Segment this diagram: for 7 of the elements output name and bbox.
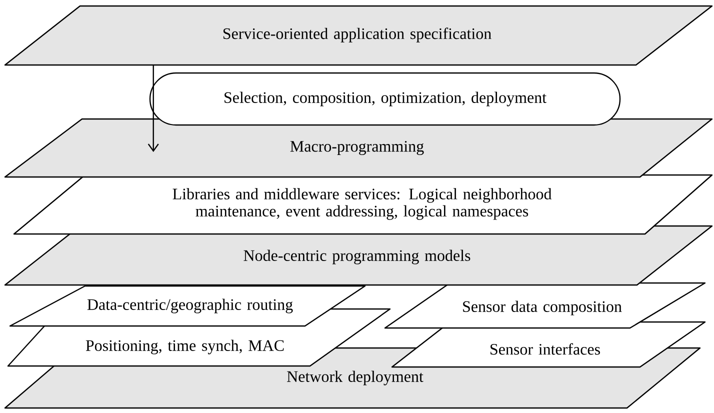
layer-plane: Libraries and middleware services: Logical neighborhood maintenance, event addressing, logical namespaces xyxy=(13,174,713,235)
process-pill: Selection, composition, optimization, deployment xyxy=(149,72,621,126)
layer-plane: Service-oriented application specification xyxy=(4,5,713,66)
layer-plane: Macro-programming xyxy=(4,118,713,178)
arrow xyxy=(148,65,159,152)
layer-plane: Sensor data composition xyxy=(384,282,706,329)
layer-plane: Data-centric/geographic routing xyxy=(9,285,366,327)
